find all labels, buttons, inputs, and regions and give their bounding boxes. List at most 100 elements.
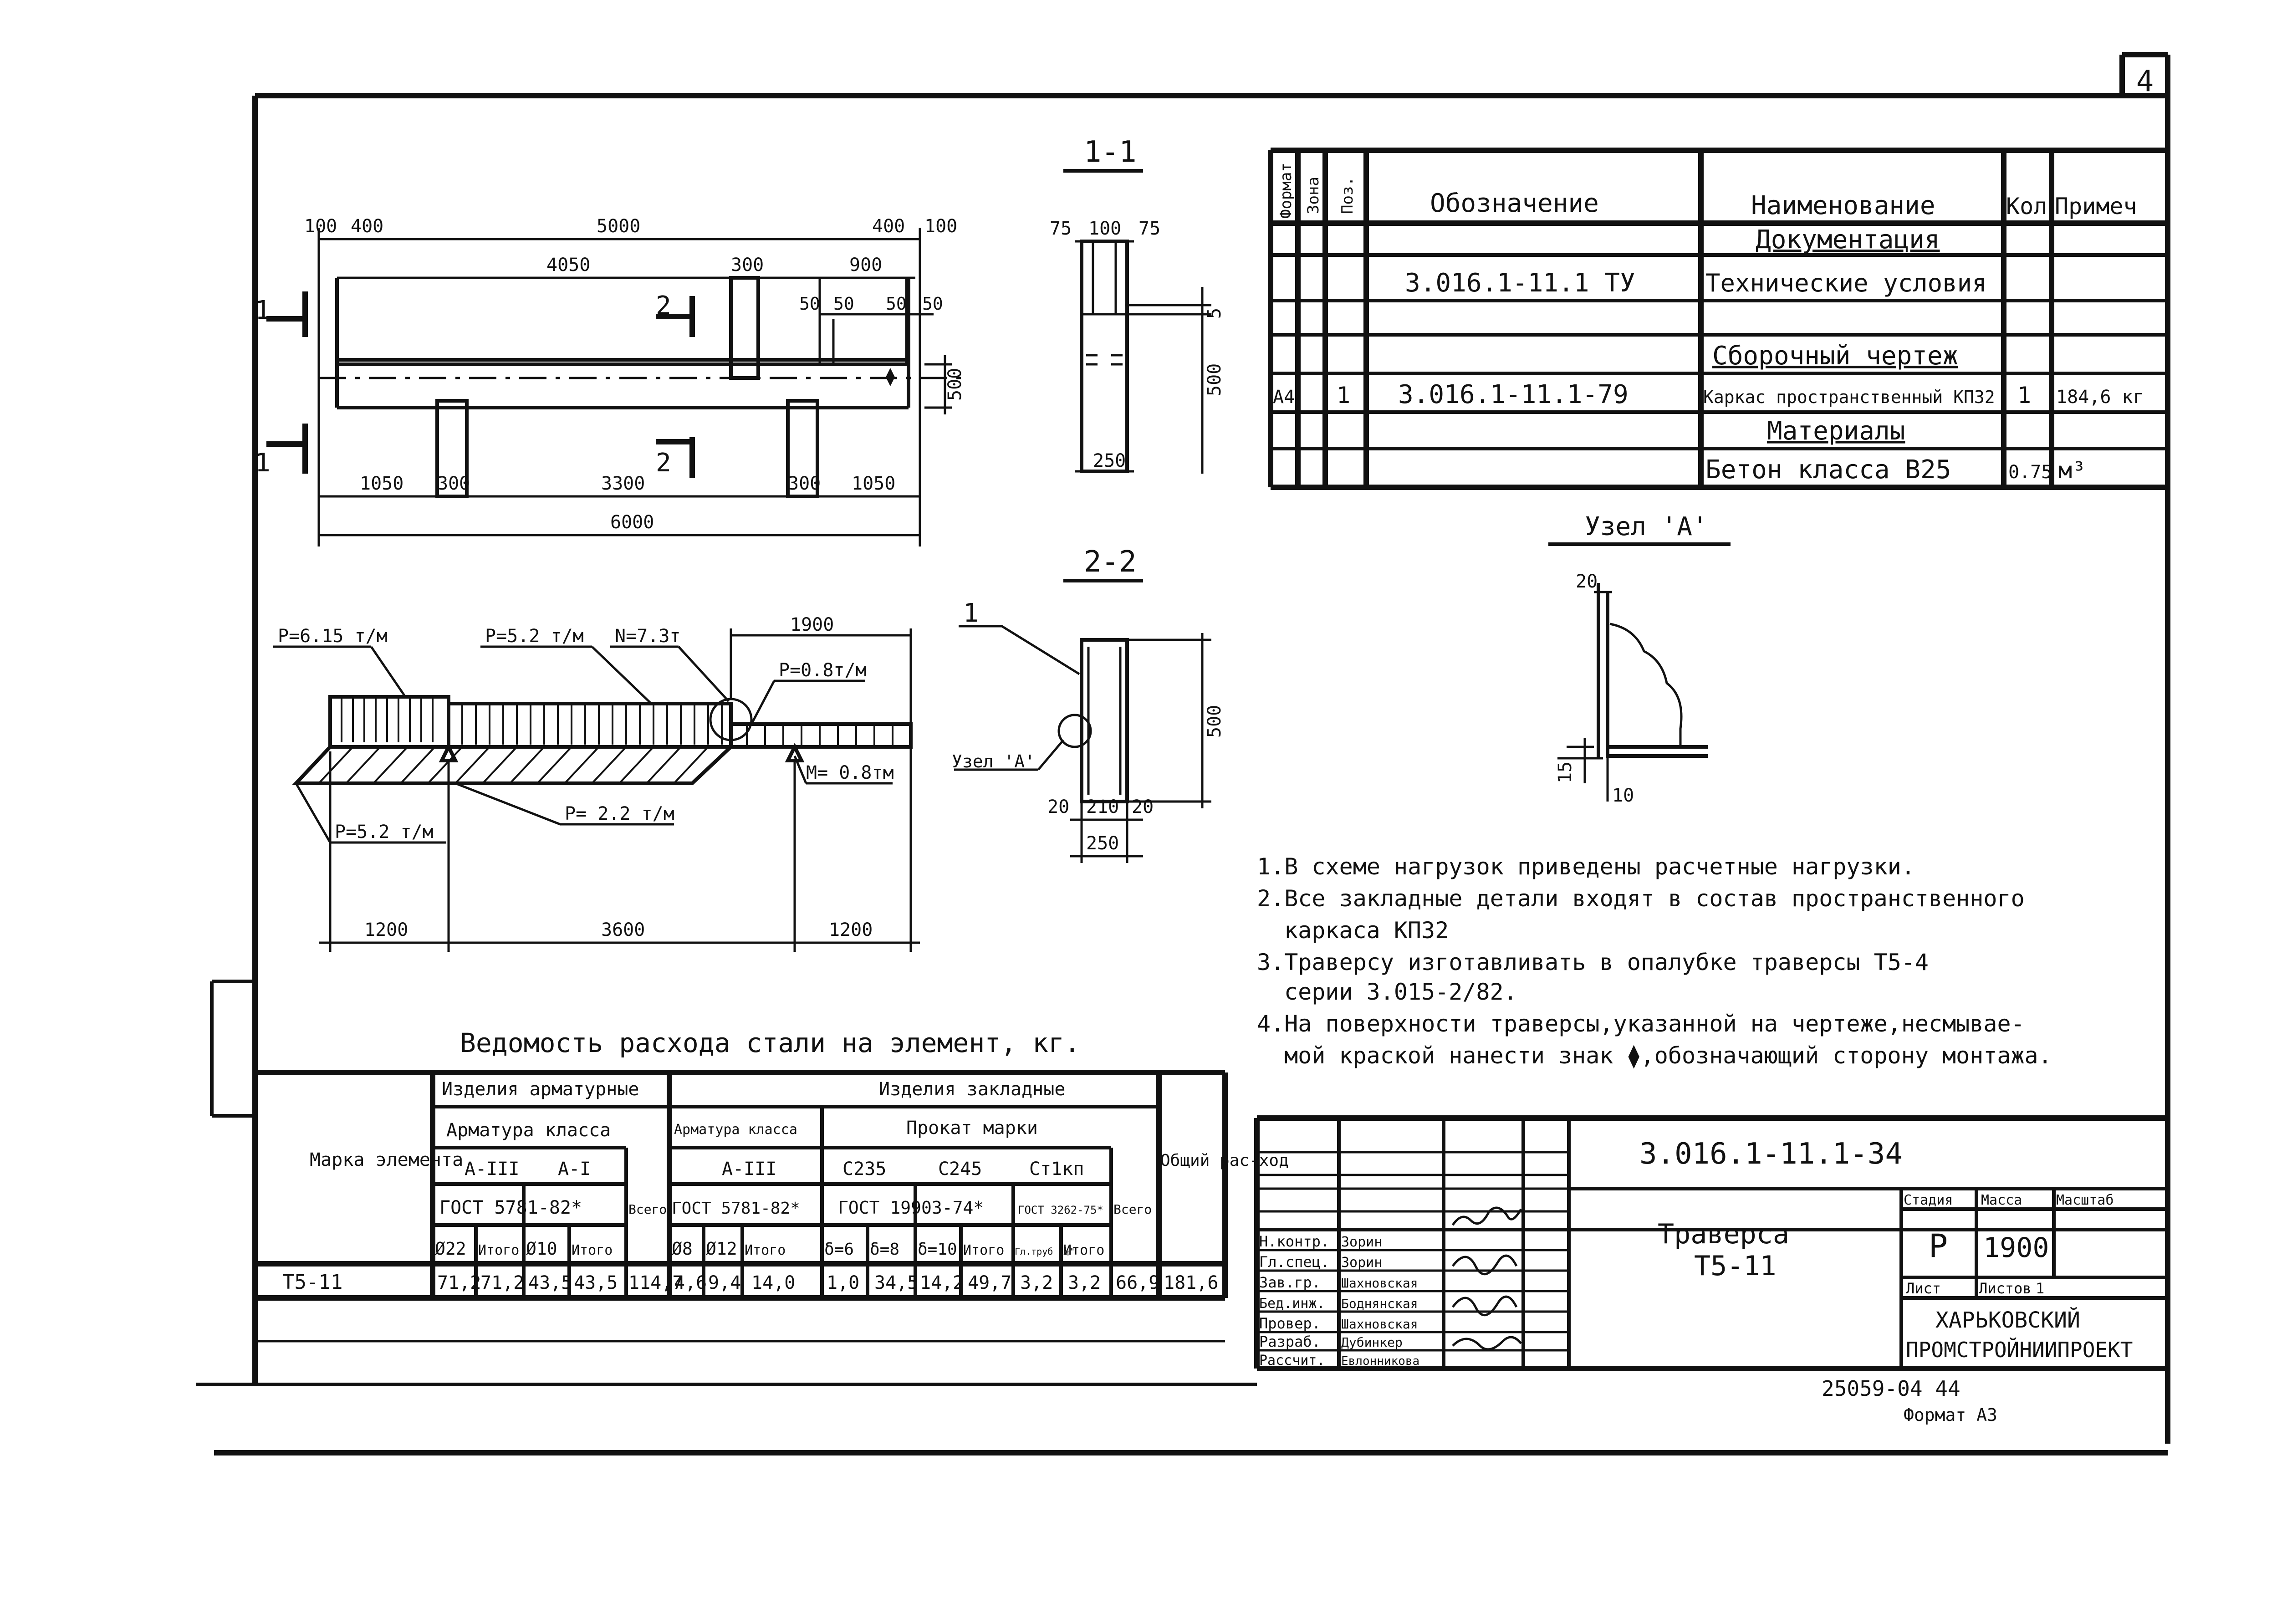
footer-format: Формат А3 (1904, 1405, 1997, 1425)
role-2: Зав.гр. (1259, 1274, 1321, 1291)
steel-h-c245: С245 (938, 1159, 982, 1180)
steel-sub-itogo-5: Итого (1063, 1242, 1104, 1258)
steel-sub-d10: Ø10 (526, 1239, 557, 1259)
load-diagram-labels: P=6.15 т/м P=5.2 т/м N=7.3т 1900 P=0.8т/… (278, 614, 894, 940)
steel-row-v10: 34,5 (874, 1272, 918, 1293)
dim-50-b: 50 (833, 294, 854, 314)
title-name-2: Т5-11 (1694, 1250, 1777, 1282)
cut-2-top: 2 (656, 291, 671, 321)
steel-row-v11: 14,2 (920, 1272, 964, 1293)
node-a-dim-15: 15 (1555, 761, 1576, 783)
s11-dim-75-left: 75 (1050, 218, 1072, 239)
dim-50-d: 50 (922, 294, 943, 314)
steel-h-a1: А-I (558, 1159, 591, 1180)
note-3: 3.Траверсу изготавливать в опалубке трав… (1257, 949, 1929, 975)
spec-row-kp-note: 184,6 кг (2056, 387, 2144, 408)
steel-sub-itogo-1: Итого (478, 1242, 519, 1258)
steel-sub-pipe: Гл.труб 1¼" (1015, 1246, 1075, 1257)
steel-sub-d8: Ø8 (672, 1239, 693, 1259)
steel-h-gost-rebar: ГОСТ 5781-82* (439, 1197, 582, 1218)
load-p-5-2-bottom: P=5.2 т/м (335, 822, 434, 843)
dim-400-left: 400 (351, 216, 383, 237)
title-code: 3.016.1-11.1-34 (1639, 1137, 1903, 1171)
title-org-2: ПРОМСТРОЙНИИПРОЕКТ (1906, 1338, 2133, 1362)
node-a-dim-10: 10 (1612, 785, 1634, 806)
steel-row-v16: 181,6 (1164, 1272, 1218, 1293)
note-1: 1.В схеме нагрузок приведены расчетные н… (1257, 853, 1915, 880)
role-5: Разраб. (1259, 1333, 1321, 1350)
spec-row-concrete-note: м³ (2058, 457, 2086, 484)
spec-header-qty: Кол (2006, 193, 2047, 220)
spec-row-concrete-name: Бетон класса В25 (1705, 455, 1951, 485)
load-p-2-2: P= 2.2 т/м (565, 803, 674, 824)
title-block: 3.016.1-11.1-34 Траверса Т5-11 Стадия Ма… (1254, 1115, 2165, 1371)
main-view (266, 228, 965, 546)
role-4: Провер. (1259, 1315, 1321, 1332)
notes: 1.В схеме нагрузок приведены расчетные н… (1257, 853, 2052, 1069)
load-span-1900: 1900 (790, 614, 834, 635)
footer-inventory: 25059-04 44 (1822, 1376, 1960, 1401)
main-view-dimensions: 100 400 5000 400 100 4050 300 900 50 50 … (255, 216, 965, 533)
steel-row-v1: 71,2 (437, 1272, 481, 1293)
steel-row-v3: 43,5 (528, 1272, 572, 1293)
dim-50-c: 50 (886, 294, 907, 314)
note-4-cont: мой краской нанести знак ⧫,обозначающий … (1284, 1042, 2052, 1069)
dim-500-height: 500 (944, 368, 965, 401)
person-4: Шахновская (1341, 1317, 1418, 1332)
section-2-2-title: 2-2 (1084, 545, 1137, 579)
role-0: Н.контр. (1259, 1233, 1329, 1250)
steel-table: Ведомость расхода стали на элемент, кг. … (255, 1027, 1289, 1343)
dim-6000: 6000 (610, 512, 654, 533)
steel-h-gost-embed-rebar: ГОСТ 5781-82* (672, 1199, 800, 1218)
steel-row-v7: 9,4 (708, 1272, 741, 1293)
steel-sub-t10: δ=10 (918, 1240, 957, 1259)
note-4: 4.На поверхности траверсы,указанной на ч… (1257, 1011, 2025, 1037)
steel-h-embed: Изделия закладные (879, 1079, 1065, 1100)
steel-sub-itogo-3: Итого (745, 1242, 786, 1258)
spec-header-pos: Поз. (1338, 177, 1357, 214)
spec-header-designation: Обозначение (1430, 189, 1599, 218)
spec-row-concrete-qty: 0.75 (2008, 462, 2052, 483)
note-3-cont: серии 3.015-2/82. (1284, 979, 1517, 1005)
s22-dim-210: 210 (1086, 797, 1119, 817)
dim-50-a: 50 (799, 294, 820, 314)
steel-row-v13: 3,2 (1020, 1272, 1053, 1293)
dim-5000: 5000 (597, 216, 640, 237)
title-org-1: ХАРЬКОВСКИЙ (1935, 1307, 2080, 1333)
cut-2-bottom: 2 (656, 448, 671, 478)
spec-header-note: Примеч (2055, 193, 2137, 220)
steel-h-total: Всего (628, 1202, 667, 1217)
cut-1-bottom: 1 (255, 448, 271, 478)
steel-row-v12: 49,7 (968, 1272, 1011, 1293)
s11-dim-500: 500 (1204, 363, 1225, 396)
person-0: Зорин (1341, 1234, 1382, 1250)
spec-row-tu-name: Технические условия (1705, 269, 1987, 297)
load-dim-3600: 3600 (601, 919, 645, 940)
dim-1050-left: 1050 (360, 473, 403, 494)
steel-row-v6: 4,6 (674, 1272, 707, 1293)
steel-h-rolled: Прокат марки (906, 1118, 1038, 1139)
dim-300-bl: 300 (437, 473, 470, 494)
title-scale-label: Масштаб (2056, 1192, 2114, 1208)
dim-900: 900 (849, 255, 882, 276)
dim-3300: 3300 (601, 473, 645, 494)
title-mass: 1900 (1983, 1232, 2049, 1264)
spec-row-kp-pos: 1 (1337, 382, 1350, 409)
dim-100-right: 100 (924, 216, 957, 237)
steel-row-v2: 71,2 (480, 1272, 524, 1293)
s11-dim-75-right: 75 (1138, 218, 1160, 239)
steel-h-embed-total: Всего (1113, 1202, 1152, 1217)
steel-row-mark: Т5-11 (282, 1271, 342, 1294)
steel-row-v5: 114,7 (628, 1272, 683, 1293)
spec-header-zone: Зона (1304, 177, 1322, 214)
title-sheet-label: Лист (1906, 1280, 1941, 1297)
person-2: Шахновская (1341, 1276, 1418, 1291)
spec-table: Формат Зона Поз. Обозначение Наименовани… (1268, 148, 2165, 490)
steel-sub-itogo-2: Итого (572, 1242, 613, 1258)
spec-row-kp-name: Каркас пространственный КП32 (1703, 387, 1995, 407)
load-diagram (273, 628, 920, 952)
role-1: Гл.спец. (1259, 1253, 1329, 1271)
section-1-1: 1-1 75 100 75 5 500 250 (1050, 135, 1225, 474)
note-2-cont: каркаса КП32 (1284, 917, 1449, 944)
